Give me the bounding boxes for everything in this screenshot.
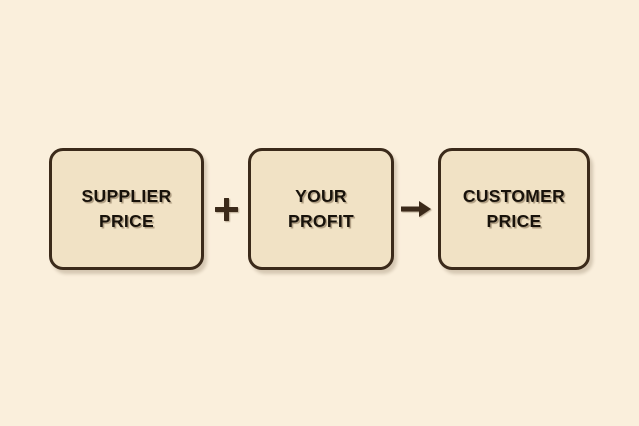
node-supplier-price: SUPPLIER PRICE: [49, 148, 204, 270]
node-supplier-price-label: SUPPLIER PRICE: [81, 186, 172, 231]
operator-arrow: [394, 148, 438, 270]
node-customer-price-label: CUSTOMER PRICE: [462, 186, 566, 231]
operator-plus: [204, 148, 248, 270]
node-customer-price: CUSTOMER PRICE: [438, 148, 590, 270]
node-your-profit: YOUR PROFIT: [248, 148, 394, 270]
formula-row: SUPPLIER PRICE YOUR PROFIT CUSTOMER PRIC…: [0, 146, 639, 272]
node-your-profit-label: YOUR PROFIT: [288, 186, 354, 231]
plus-icon: [214, 197, 238, 221]
arrow-right-icon: [401, 201, 431, 217]
